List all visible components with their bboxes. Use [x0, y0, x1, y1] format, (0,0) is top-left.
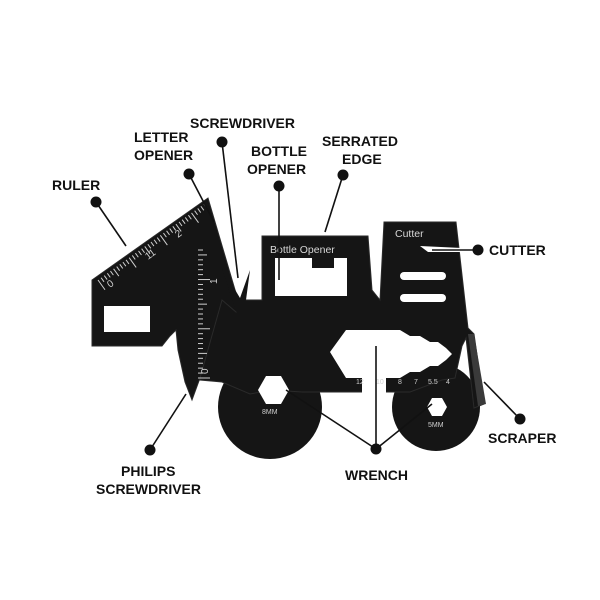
- label-ruler: RULER: [52, 177, 100, 193]
- leader-lines: [95, 141, 521, 451]
- label-screwdriver: SCREWDRIVER: [190, 115, 295, 131]
- arm-ruler-tick: [97, 279, 106, 291]
- arm-ruler-tick: [169, 228, 174, 233]
- dot-serrated-edge: [337, 169, 349, 181]
- bottle-opener-engraving: Bottle Opener: [270, 244, 335, 256]
- leader-wrench-3: [375, 403, 433, 450]
- wrench-cutout: [330, 330, 452, 378]
- wrench-size-7: 7: [414, 379, 418, 386]
- label-philips-line2: SCREWDRIVER: [96, 481, 201, 497]
- leader-serrated-edge: [324, 174, 344, 233]
- arm-ruler-tick: [144, 246, 151, 255]
- dot-screwdriver: [216, 136, 228, 148]
- arm-ruler-number-2: 2: [173, 228, 184, 240]
- wrench-size-markings: 12 10 8 7 5.5 4: [356, 379, 450, 386]
- arm-ruler-tick: [103, 275, 108, 280]
- bottle-opener-window: [275, 258, 347, 296]
- leader-ruler: [95, 201, 127, 247]
- dot-scraper: [514, 413, 526, 425]
- arm-ruler-tick: [163, 232, 167, 238]
- arm-ruler-tick: [119, 264, 124, 269]
- wrench-size-12: 12: [356, 379, 364, 386]
- screwdriver-tip: [222, 268, 250, 312]
- vertical-ruler-number-1: 1: [209, 278, 220, 284]
- dot-wrench: [370, 443, 382, 455]
- arm-ruler-tick: [156, 237, 161, 242]
- leader-dots: [90, 136, 526, 456]
- arm-ruler-tick: [181, 219, 186, 225]
- hex-hole-5mm: [427, 398, 447, 416]
- label-bottle-opener-line1: BOTTLE: [251, 143, 307, 159]
- label-letter-opener-line1: LETTER: [134, 129, 188, 145]
- dot-ruler: [90, 196, 102, 208]
- arm-ruler-tick: [184, 217, 189, 222]
- dot-cutter: [472, 244, 484, 256]
- arm-ruler-tick: [178, 221, 183, 227]
- leader-philips: [149, 393, 187, 451]
- leader-letter-opener: [188, 173, 215, 223]
- arm-ruler-tick: [128, 257, 137, 268]
- arm-ruler-tick: [175, 223, 182, 232]
- arm-ruler-tick: [113, 268, 120, 277]
- arm-ruler-tick: [188, 214, 192, 220]
- label-philips-line1: PHILIPS: [121, 463, 175, 479]
- arm-ruler-tick: [159, 235, 168, 246]
- scraper-edge: [468, 334, 486, 406]
- dot-letter-opener: [183, 168, 195, 180]
- leader-screwdriver: [221, 141, 239, 279]
- cutter-engraving: Cutter: [395, 228, 424, 240]
- arm-ruler-tick: [138, 250, 142, 256]
- arm-ruler-tick: [125, 259, 130, 265]
- arm-ruler-tick: [100, 277, 105, 283]
- vertical-ruler-ticks: [198, 249, 210, 379]
- label-bottle-opener-line2: OPENER: [247, 161, 306, 177]
- label-cutter: CUTTER: [489, 242, 546, 258]
- hex-5mm-engraving: 5MM: [428, 422, 444, 429]
- engine-slot-1: [400, 272, 446, 280]
- arm-ruler-tick: [197, 208, 202, 213]
- arm-ruler-number-0: 0: [105, 278, 116, 290]
- wrench-size-10: 10: [376, 379, 384, 386]
- arm-ruler-tick: [150, 241, 155, 247]
- dot-bottle-opener: [273, 180, 285, 192]
- wrench-size-4: 4: [446, 379, 450, 386]
- dot-philips: [144, 444, 156, 456]
- arm-ruler-tick: [141, 248, 145, 254]
- arm-ruler-tick: [153, 239, 158, 245]
- arm-ruler-ticks: [97, 203, 208, 291]
- vertical-ruler-number-0: 0: [200, 368, 211, 374]
- arm-ruler-tick: [166, 230, 170, 236]
- arm-ruler-tick: [110, 270, 114, 276]
- arm-ruler-tick: [172, 226, 177, 231]
- arm-ruler-tick: [106, 273, 111, 278]
- arm-ruler-tick: [147, 243, 152, 249]
- multitool-card: [91, 197, 486, 459]
- small-hole: [376, 388, 384, 396]
- arm-ruler-tick: [200, 205, 205, 211]
- hex-hole-8mm: [258, 376, 289, 404]
- arm-ruler-tick: [116, 266, 121, 271]
- arm-ruler-tick: [131, 255, 136, 260]
- engine-slot-2: [400, 294, 446, 302]
- label-serrated-edge-line2: EDGE: [342, 151, 382, 167]
- arm-slot: [104, 306, 150, 332]
- arm-ruler-tick: [191, 212, 199, 223]
- hex-8mm-engraving: 8MM: [262, 409, 278, 416]
- label-serrated-edge-line1: SERRATED: [322, 133, 398, 149]
- arm-ruler-tick: [135, 252, 139, 258]
- arm-ruler-tick: [194, 210, 198, 216]
- arm-ruler-tick: [122, 261, 127, 267]
- label-wrench: WRENCH: [345, 467, 408, 483]
- leader-scraper: [483, 381, 521, 420]
- bottle-opener-tooth: [312, 258, 334, 268]
- wrench-size-8: 8: [398, 379, 402, 386]
- wrench-size-5-5: 5.5: [428, 379, 438, 386]
- label-letter-opener-line2: OPENER: [134, 147, 193, 163]
- label-scraper: SCRAPER: [488, 430, 556, 446]
- leader-wrench-1: [285, 389, 377, 450]
